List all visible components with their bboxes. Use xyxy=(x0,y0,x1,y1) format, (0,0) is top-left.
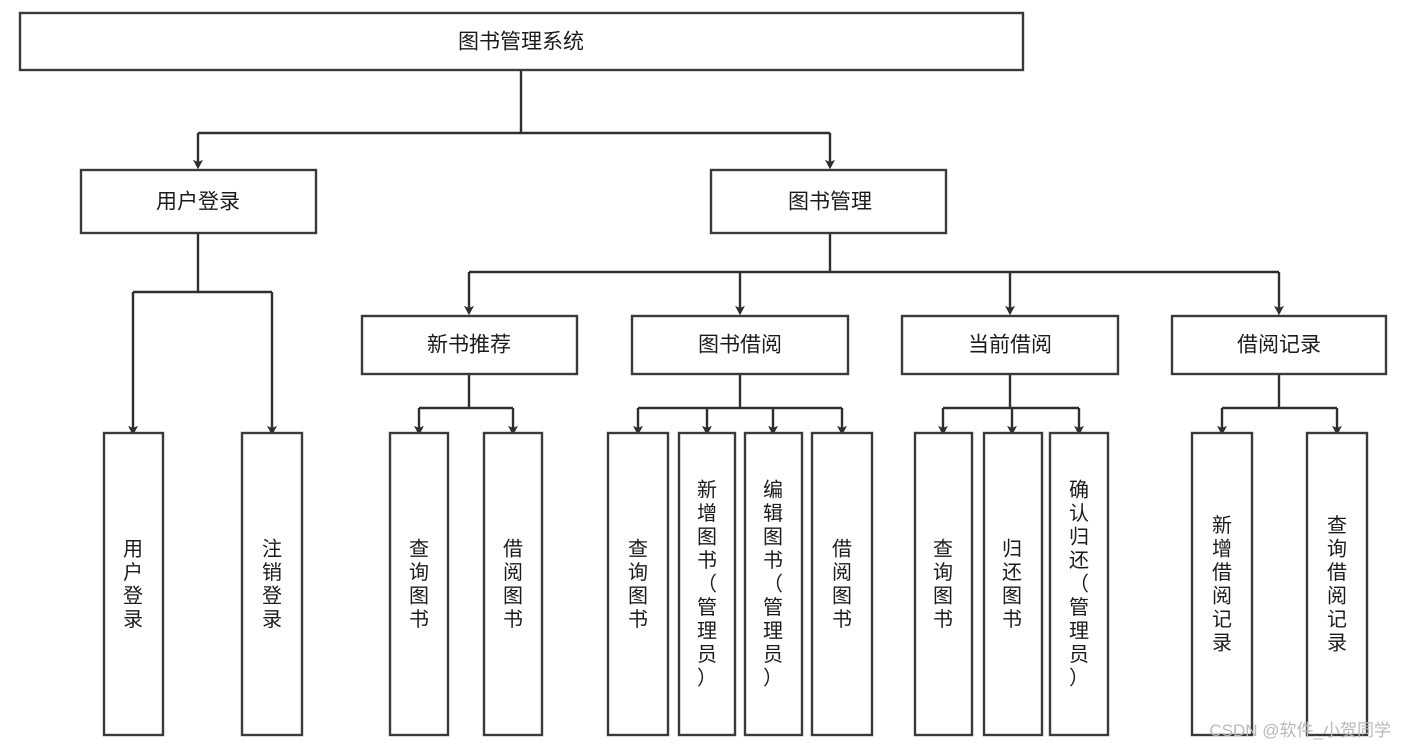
node-new-book-recommend-box[interactable] xyxy=(360,314,579,376)
node-root-box[interactable] xyxy=(18,11,1025,72)
node-borrow-record-box[interactable] xyxy=(1170,314,1388,376)
node-leaf-borrow-book-2[interactable]: 借阅图书 xyxy=(810,431,874,737)
node-leaf-edit-book-label: 编辑图书（管理员） xyxy=(763,479,783,690)
node-leaf-logout[interactable]: 注销登录 xyxy=(240,431,304,737)
node-leaf-confirm-return[interactable]: 确认归还（管理员） xyxy=(1048,431,1110,737)
node-new-book-recommend[interactable]: 新书推荐 xyxy=(360,314,579,376)
node-new-book-recommend-label: 新书推荐 xyxy=(427,334,511,357)
node-borrow-record-label: 借阅记录 xyxy=(1237,334,1321,357)
node-leaf-user-login-label: 用户登录 xyxy=(123,538,143,631)
node-book-borrow[interactable]: 图书借阅 xyxy=(630,314,850,376)
node-leaf-user-login[interactable]: 用户登录 xyxy=(102,431,165,737)
node-leaf-query-record-label: 查询借阅记录 xyxy=(1327,514,1347,655)
node-leaf-query-book-2[interactable]: 查询图书 xyxy=(606,431,670,737)
connector-group-current-borrow xyxy=(938,374,1084,436)
node-leaf-edit-book[interactable]: 编辑图书（管理员） xyxy=(743,431,804,737)
node-leaf-edit-book-box[interactable] xyxy=(743,431,804,737)
node-book-borrow-label: 图书借阅 xyxy=(698,334,782,357)
connector-group-new-book-recommend xyxy=(414,374,518,436)
node-root-label: 图书管理系统 xyxy=(458,31,584,54)
node-leaf-query-book-1-box[interactable] xyxy=(388,431,450,737)
node-book-management[interactable]: 图书管理 xyxy=(709,168,948,235)
node-leaf-query-book-3-label: 查询图书 xyxy=(933,537,953,631)
node-leaf-add-book-label: 新增图书（管理员） xyxy=(697,479,717,690)
node-leaf-borrow-book-2-box[interactable] xyxy=(810,431,874,737)
node-leaf-logout-box[interactable] xyxy=(240,431,304,737)
node-leaf-logout-label: 注销登录 xyxy=(262,537,282,631)
node-leaf-query-book-2-box[interactable] xyxy=(606,431,670,737)
node-current-borrow-box[interactable] xyxy=(900,314,1120,376)
node-leaf-add-record-label: 新增借阅记录 xyxy=(1212,514,1232,655)
node-leaf-add-record[interactable]: 新增借阅记录 xyxy=(1190,431,1254,737)
node-leaf-borrow-book-1-box[interactable] xyxy=(482,431,544,737)
node-leaf-query-book-2-label: 查询图书 xyxy=(628,537,648,631)
node-leaf-add-record-box[interactable] xyxy=(1190,431,1254,737)
node-leaf-query-book-1[interactable]: 查询图书 xyxy=(388,431,450,737)
node-leaf-query-record[interactable]: 查询借阅记录 xyxy=(1305,431,1369,737)
node-current-borrow-label: 当前借阅 xyxy=(968,334,1052,357)
node-leaf-borrow-book-1-label: 借阅图书 xyxy=(503,537,523,631)
csdn-watermark: CSDN @软件_小贺同学 xyxy=(1209,721,1391,740)
node-leaf-borrow-book-2-label: 借阅图书 xyxy=(832,537,852,631)
node-leaf-return-book[interactable]: 归还图书 xyxy=(982,431,1044,737)
node-book-borrow-box[interactable] xyxy=(630,314,850,376)
node-leaf-confirm-return-label: 确认归还（管理员） xyxy=(1069,479,1089,690)
node-user-login-label: 用户登录 xyxy=(156,191,240,214)
node-leaf-add-book[interactable]: 新增图书（管理员） xyxy=(677,431,737,737)
node-leaf-add-book-box[interactable] xyxy=(677,431,737,737)
node-user-login[interactable]: 用户登录 xyxy=(79,168,318,235)
node-leaf-user-login-box[interactable] xyxy=(102,431,165,737)
node-leaf-query-book-3[interactable]: 查询图书 xyxy=(913,431,974,737)
connector-group-root xyxy=(193,70,835,170)
node-root[interactable]: 图书管理系统 xyxy=(18,11,1025,72)
node-leaf-return-book-box[interactable] xyxy=(982,431,1044,737)
connector-group-user-login xyxy=(128,233,277,436)
node-leaf-query-record-box[interactable] xyxy=(1305,431,1369,737)
connector-group-borrow-record xyxy=(1217,374,1342,436)
node-borrow-record[interactable]: 借阅记录 xyxy=(1170,314,1388,376)
node-current-borrow[interactable]: 当前借阅 xyxy=(900,314,1120,376)
node-leaf-query-book-1-label: 查询图书 xyxy=(409,537,429,631)
node-leaf-return-book-label: 归还图书 xyxy=(1002,537,1022,631)
connector-group-book-management xyxy=(464,233,1284,316)
node-leaf-confirm-return-box[interactable] xyxy=(1048,431,1110,737)
node-user-login-box[interactable] xyxy=(79,168,318,235)
connector-group-book-borrow xyxy=(633,374,847,436)
node-book-management-label: 图书管理 xyxy=(788,191,872,214)
node-leaf-borrow-book-1[interactable]: 借阅图书 xyxy=(482,431,544,737)
node-leaf-query-book-3-box[interactable] xyxy=(913,431,974,737)
node-book-management-box[interactable] xyxy=(709,168,948,235)
